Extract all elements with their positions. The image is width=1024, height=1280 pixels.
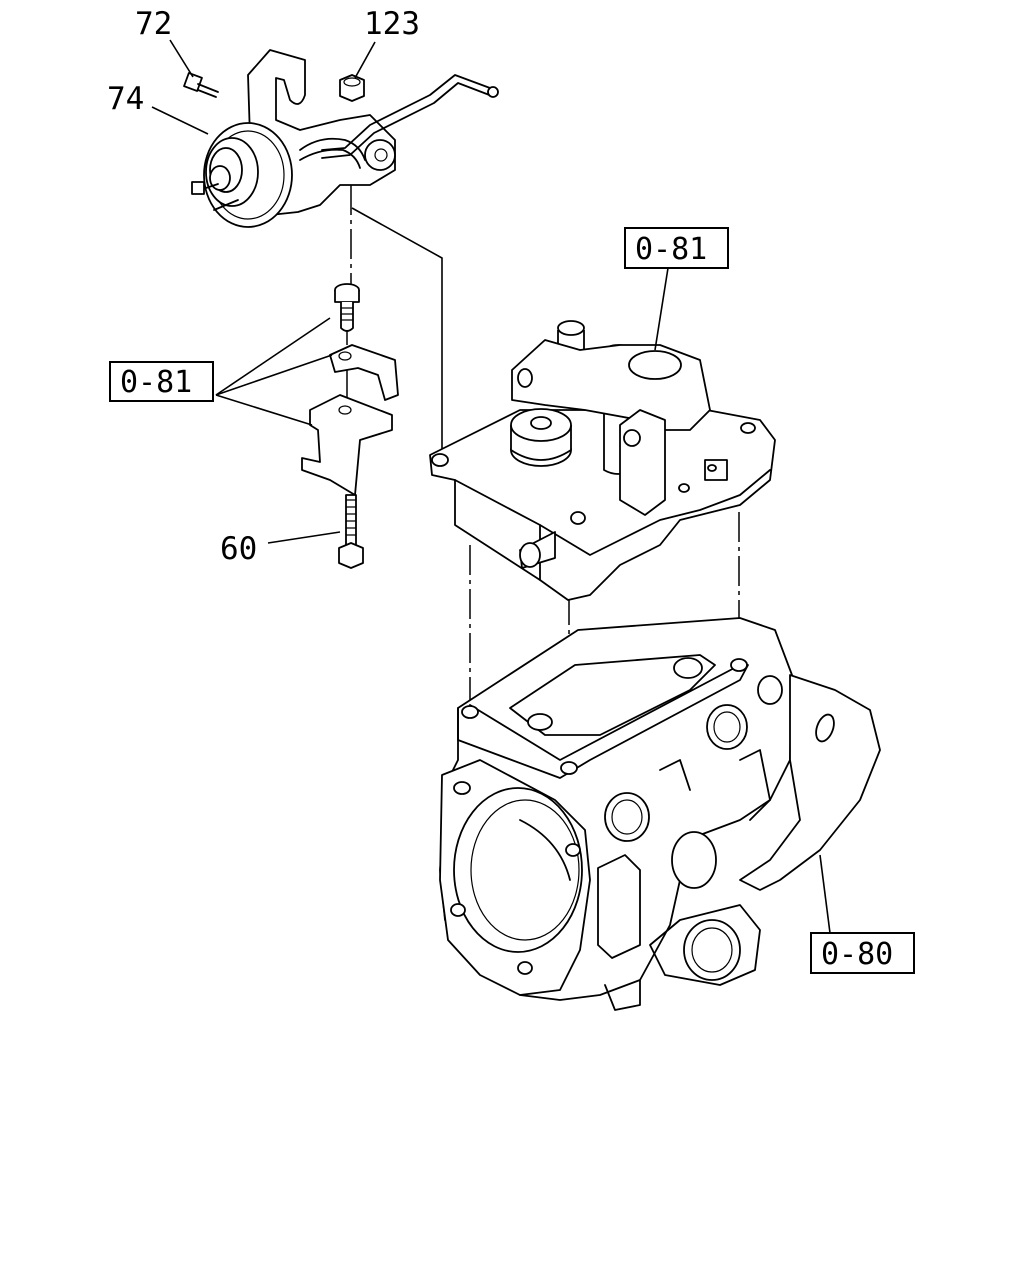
- callout-123: 123: [364, 6, 420, 42]
- ref-label-top: 0-81: [635, 232, 707, 267]
- callout-leaders: [151, 39, 831, 934]
- mounting-bracket: [301, 394, 393, 496]
- ref-label-bottom: 0-80: [821, 937, 893, 972]
- callout-72: 72: [135, 6, 172, 42]
- ref-label-left: 0-81: [120, 365, 192, 400]
- bolt-72: [183, 72, 219, 98]
- throttle-body: [439, 617, 881, 1011]
- clamp-plate: [329, 344, 399, 401]
- vacuum-actuator-assembly: [191, 49, 499, 228]
- governor-cover: [429, 320, 776, 601]
- nut-123: [339, 74, 365, 102]
- stud-bolt-60: [338, 494, 364, 569]
- callout-60: 60: [220, 531, 257, 567]
- callout-74: 74: [107, 81, 144, 117]
- ref-box-top[interactable]: 0-81: [624, 227, 729, 269]
- ref-box-left[interactable]: 0-81: [109, 361, 214, 402]
- upper-bolt: [334, 283, 360, 332]
- ref-box-bottom[interactable]: 0-80: [810, 932, 915, 974]
